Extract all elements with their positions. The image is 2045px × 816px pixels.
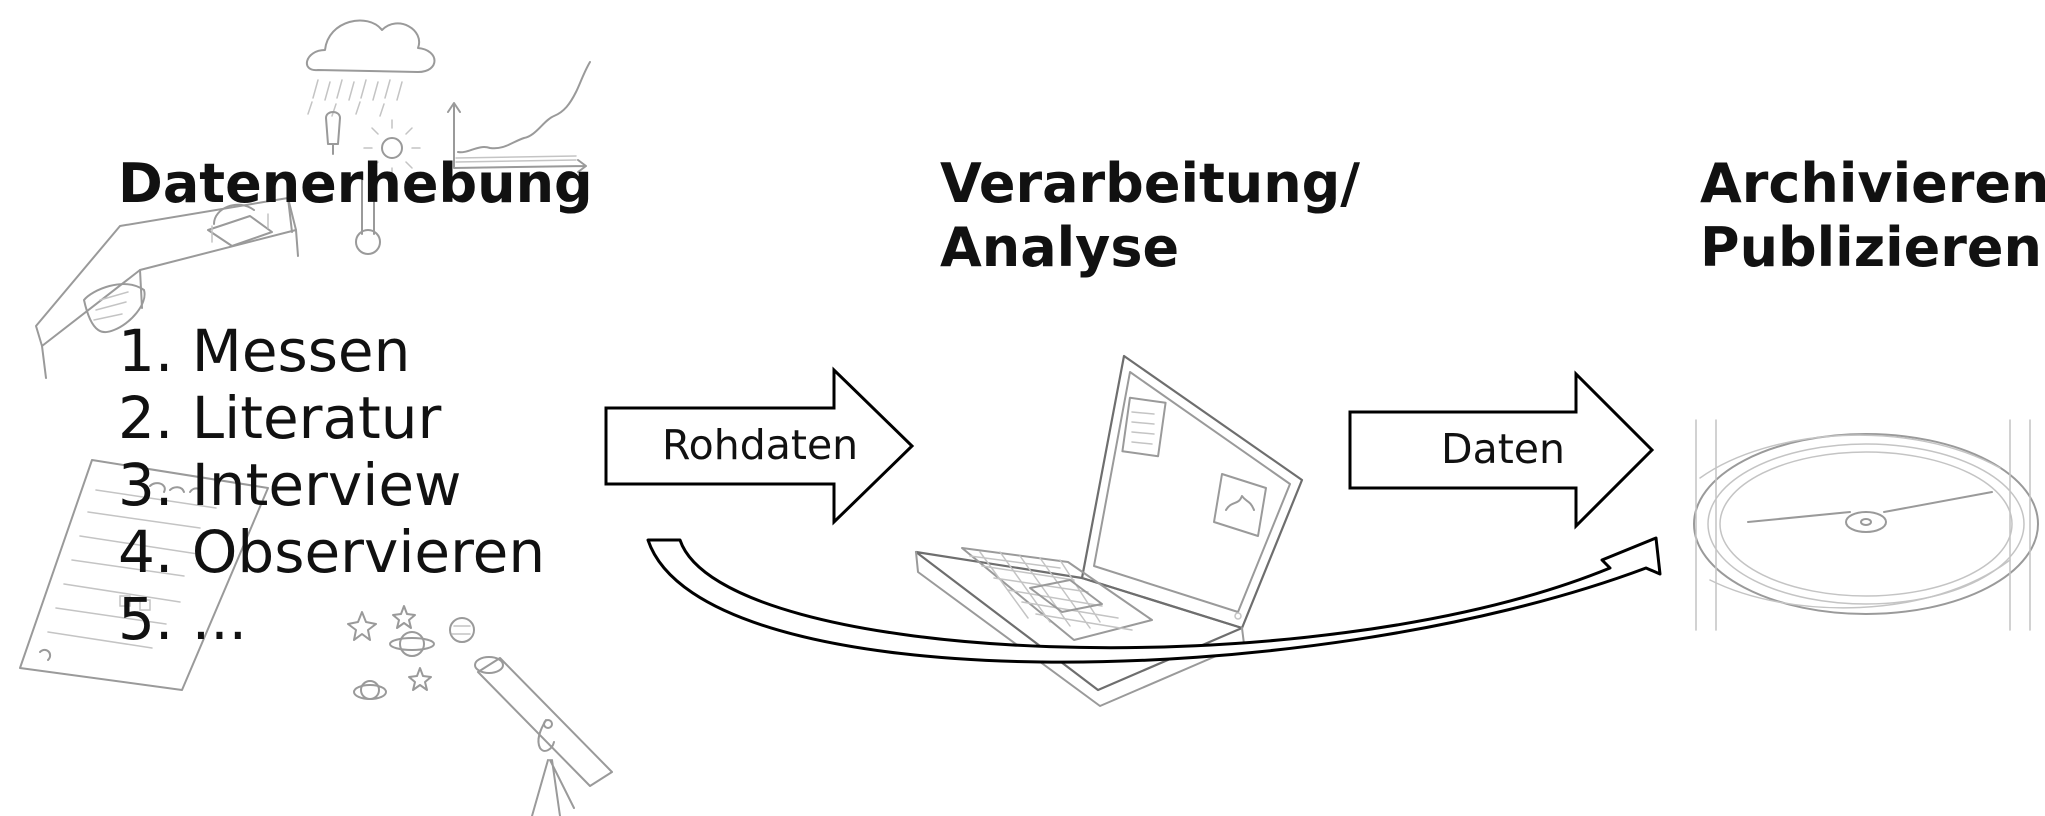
- list-item: 2. Literatur: [118, 384, 442, 452]
- processing-heading-line-2: Analyse: [940, 216, 1180, 279]
- questionnaire-sketch: [19, 459, 269, 691]
- list-item: 5. ...: [118, 585, 248, 653]
- raw-data-arrow: Rohdaten: [604, 366, 915, 526]
- raw-data-label: Rohdaten: [662, 421, 858, 469]
- laptop-sketch: [914, 354, 1304, 707]
- bypass-arrow: [646, 536, 1662, 664]
- processing-heading-line-1: Verarbeitung/: [940, 152, 1361, 215]
- data-label: Daten: [1441, 425, 1565, 473]
- telescope-sketch: [474, 656, 613, 816]
- list-item: 1. Messen: [118, 317, 411, 385]
- data-arrow: Daten: [1348, 370, 1655, 530]
- list-item: 3. Interview: [118, 451, 462, 519]
- weather-instruments-sketch: [306, 19, 591, 255]
- archiving-heading-line-2: Publizieren: [1700, 216, 2042, 279]
- planets-and-stars-sketch: [347, 605, 475, 700]
- archiving-heading-line-1: Archivieren/: [1700, 152, 2045, 215]
- collection-steps-list: 1. Messen 2. Literatur 3. Interview 4. O…: [118, 318, 545, 653]
- collection-heading-text: Datenerhebung: [118, 152, 593, 215]
- desk-with-books-sketch: [35, 197, 299, 379]
- collection-heading: Datenerhebung: [118, 152, 593, 216]
- processing-heading: Verarbeitung/ Analyse: [940, 152, 1360, 280]
- list-item: 4. Observieren: [118, 518, 546, 586]
- data-disc-sketch: [1693, 419, 2039, 631]
- archiving-heading: Archivieren/ Publizieren: [1700, 152, 2045, 280]
